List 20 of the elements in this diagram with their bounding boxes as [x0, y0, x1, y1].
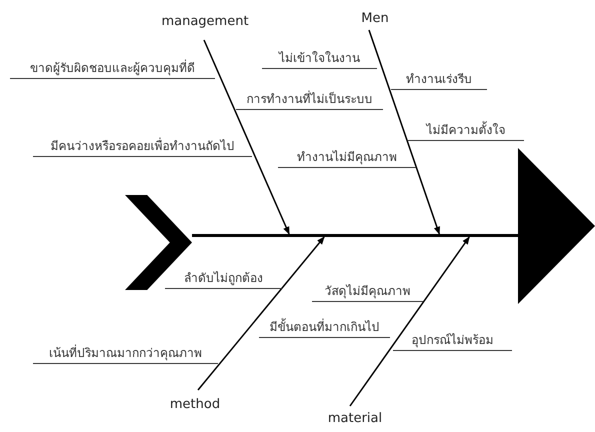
cause-label: มีขั้นตอนที่มากเกินไป: [259, 320, 390, 338]
cause-label: ขาดผู้รับผิดชอบและผู้ควบคุมที่ดี: [10, 61, 215, 79]
category-label: management: [160, 13, 250, 33]
category-label: method: [160, 396, 230, 416]
category-label: Men: [355, 10, 395, 30]
cause-label: วัสดุไม่มีคุณภาพ: [312, 284, 423, 302]
bone-arrow: [368, 30, 440, 235]
bone-arrow: [197, 236, 325, 390]
cause-label: อุปกรณ์ไม่พร้อม: [393, 333, 512, 351]
cause-label: ไม่เข้าใจในงาน: [262, 51, 377, 69]
cause-label: การทำงานที่ไม่เป็นระบบ: [236, 92, 383, 110]
cause-label: ทำงานไม่มีคุณภาพ: [278, 150, 416, 168]
cause-label: ทำงานเร่งรีบ: [391, 72, 487, 90]
cause-label: ลำดับไม่ถูกต้อง: [165, 271, 282, 289]
bone-arrow: [349, 236, 470, 406]
cause-label: เน้นที่ปริมาณมากกว่าคุณภาพ: [33, 346, 218, 364]
cause-label: ไม่มีความตั้งใจ: [408, 123, 524, 141]
cause-label: มีคนว่างหรือรอคอยเพื่อทำงานถัดไป: [33, 139, 252, 157]
category-label: material: [320, 410, 390, 430]
bone-arrow: [203, 40, 290, 235]
